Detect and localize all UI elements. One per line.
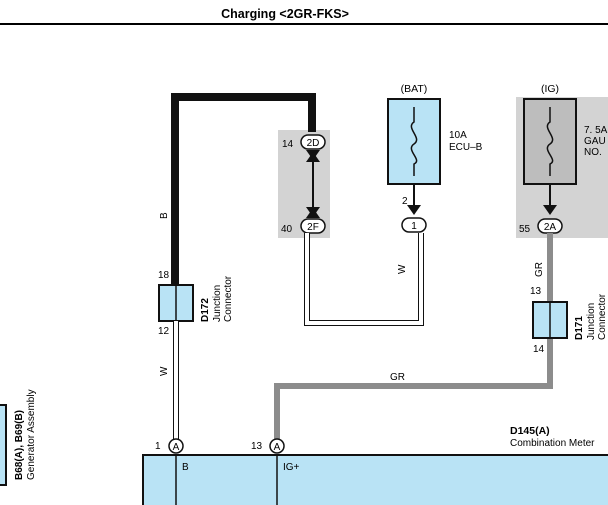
meter-pin1-num: 1 [155, 441, 161, 452]
meter-id: D145(A) [510, 425, 550, 437]
arrow-2f-down-icon [306, 207, 320, 217]
wire-w-mid [304, 233, 424, 326]
wire-label-gr-upper: GR [534, 262, 545, 277]
junction-d171-line2: Connector [597, 293, 608, 340]
wire-label-w-mid: W [397, 264, 408, 274]
fuse-ig-name: GAU [584, 136, 606, 147]
arrow-1-icon [407, 205, 421, 215]
connector-2f-code: 2F [307, 222, 319, 233]
connector-2a-pin: 55 [519, 224, 531, 235]
meter-pin1-connector [168, 438, 184, 454]
meter-pin1-label: B [182, 462, 189, 473]
fuse-ig-icon [546, 107, 554, 176]
connector-2f-pin: 40 [281, 224, 293, 235]
junction-d171-pin-top: 13 [530, 286, 542, 297]
connector-2d [300, 134, 326, 150]
fuse-bat-rating: 10A [449, 130, 467, 141]
junction-d171-line1: Junction [586, 303, 597, 340]
combination-meter [142, 454, 608, 505]
wire-label-gr-mid: GR [390, 372, 405, 383]
wire-label-w-left: W [159, 366, 170, 376]
title-rule [0, 23, 608, 25]
connector-2d-pin: 14 [282, 139, 294, 150]
junction-d172-line1: Junction [212, 285, 223, 322]
fuse-ig-supply: (IG) [541, 83, 559, 95]
page-title: Charging <2GR-FKS> [221, 7, 349, 21]
generator-id: B68(A), B69(B) [14, 410, 25, 480]
junction-d171-pin-bottom: 14 [533, 344, 545, 355]
meter-pin2-code: A [274, 442, 281, 453]
junction-d172-pin-bottom: 12 [158, 326, 170, 337]
junction-d172-id: D172 [200, 298, 211, 322]
meter-name: Combination Meter [510, 438, 595, 449]
connector-1 [401, 217, 427, 233]
fuse-bat-supply: (BAT) [401, 83, 428, 95]
fuse-ig-name2: NO. [584, 147, 602, 158]
arrow-2a-icon [543, 205, 557, 215]
fuse-bat-name: ECU–B [449, 142, 483, 153]
connector-1-pin: 2 [402, 196, 408, 207]
generator-name: Generator Assembly [26, 389, 37, 480]
connector-2a-code: 2A [544, 222, 557, 233]
fuse-ig-rating: 7. 5A [584, 125, 608, 136]
junction-d172-line2: Connector [223, 275, 234, 322]
connector-2d-code: 2D [307, 138, 320, 149]
connector-2f [300, 218, 326, 234]
arrow-2d-up-icon [306, 152, 320, 162]
wire-label-b: B [159, 212, 170, 219]
meter-pin1-code: A [173, 442, 180, 453]
wire-gr-mid [274, 338, 553, 440]
generator-box [0, 404, 7, 486]
meter-pin2-label: IG+ [283, 462, 300, 473]
wire-b [171, 93, 316, 285]
connector-1-code: 1 [411, 221, 417, 232]
meter-pin2-connector [269, 438, 285, 454]
meter-pin2-num: 13 [251, 441, 263, 452]
junction-d172-pin-top: 18 [158, 270, 170, 281]
fuse-bat-icon [410, 107, 418, 176]
junction-d171-id: D171 [574, 316, 585, 340]
